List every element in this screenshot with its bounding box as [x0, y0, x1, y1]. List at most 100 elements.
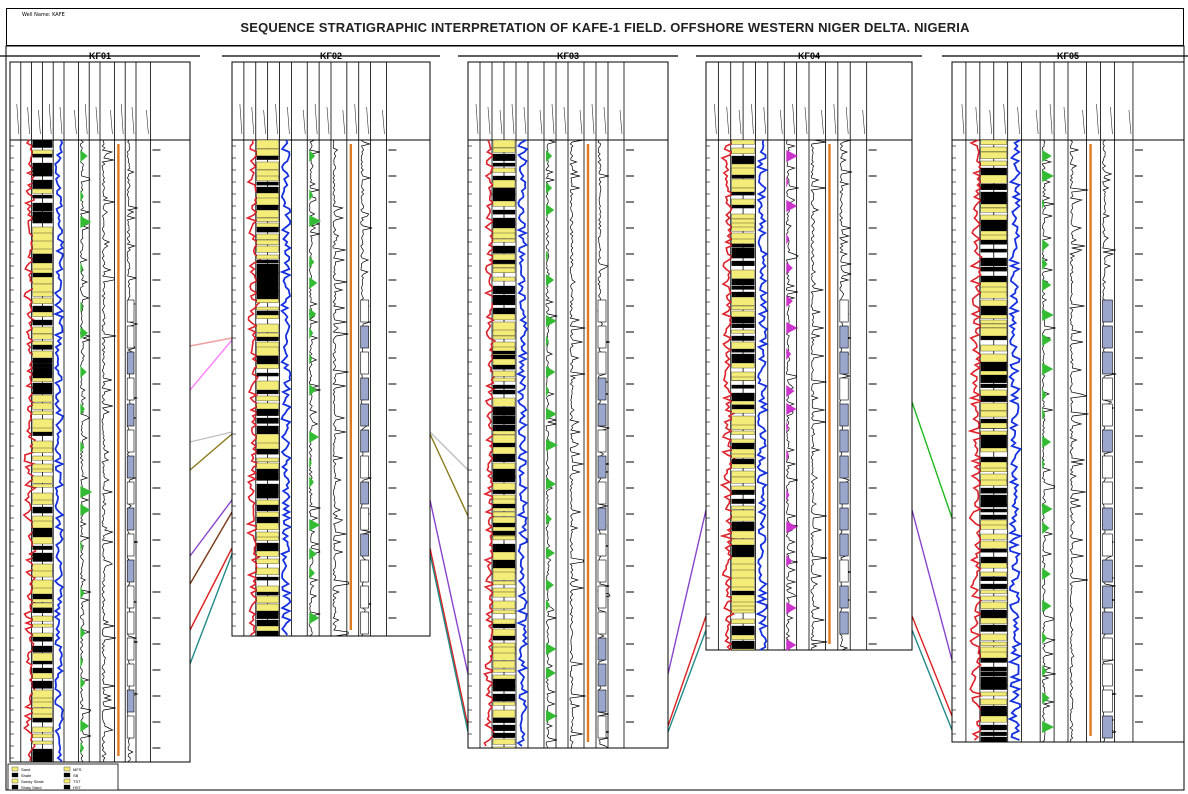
shale-bed	[731, 323, 755, 329]
sand-bed	[256, 254, 279, 260]
surface-connector	[911, 615, 953, 717]
fill-spike	[546, 710, 558, 722]
fill-spike	[546, 250, 549, 262]
sand-bed	[980, 479, 1007, 486]
header-label-mark	[751, 103, 754, 135]
sand-bed	[492, 587, 516, 593]
log-curve-2	[569, 139, 586, 749]
well-3: KF03	[458, 51, 678, 749]
sand-bed	[492, 746, 516, 749]
shale-bed	[492, 259, 516, 264]
well-name: KF05	[1057, 51, 1079, 61]
systems-tract-box	[839, 559, 849, 583]
sand-bed	[256, 245, 279, 253]
shale-bed	[980, 724, 1007, 731]
sand-bed	[256, 346, 279, 356]
systems-tract-box	[839, 325, 849, 349]
header-label-mark	[1110, 106, 1113, 135]
systems-tract-box	[597, 325, 607, 349]
systems-tract-box	[360, 455, 369, 479]
shale-bed	[980, 248, 1007, 253]
shale-bed	[731, 353, 755, 364]
shale-bed	[980, 736, 1007, 743]
shale-bed	[980, 514, 1007, 520]
fill-spike	[1042, 721, 1054, 733]
fill-spike	[786, 489, 790, 501]
fill-spike	[80, 486, 93, 498]
header-label-mark	[961, 103, 965, 135]
systems-tract-box	[597, 481, 607, 505]
gamma-ray-curve	[967, 139, 988, 741]
shale-bed	[980, 548, 1007, 553]
fill-spike	[786, 449, 789, 461]
fill-spike	[1042, 665, 1047, 677]
systems-tract-box	[1102, 325, 1113, 349]
systems-tract-box	[597, 533, 607, 557]
legend-swatch	[11, 778, 19, 784]
header-label-mark	[287, 106, 290, 135]
sand-bed	[32, 410, 53, 415]
sand-bed	[492, 377, 516, 382]
sand-bed	[492, 232, 516, 239]
shale-bed	[492, 406, 516, 416]
shale-bed	[731, 191, 755, 196]
shale-bed	[492, 298, 516, 306]
header-label-mark	[603, 106, 607, 135]
shale-bed	[32, 202, 53, 212]
header-label-mark	[1003, 103, 1006, 135]
fill-spike	[309, 277, 318, 289]
shale-bed	[731, 260, 755, 266]
header-label-mark	[342, 109, 346, 135]
fill-spike	[1042, 458, 1045, 470]
sand-bed	[731, 213, 755, 220]
shale-bed	[980, 494, 1007, 500]
shale-bed	[980, 609, 1007, 618]
well-name: KF02	[320, 51, 342, 61]
fill-spike	[546, 204, 555, 216]
sand-bed	[256, 595, 279, 604]
sand-bed	[256, 314, 279, 319]
fill-spike	[786, 262, 793, 274]
sand-bed	[32, 377, 53, 382]
surface-connector	[667, 509, 707, 675]
fill-spike	[80, 627, 86, 639]
systems-tract-box	[597, 299, 607, 323]
systems-tract-box	[1102, 611, 1113, 635]
sand-bed	[492, 738, 516, 745]
sand-bed	[492, 335, 516, 340]
sand-bed	[731, 269, 755, 279]
fill-spike	[1042, 389, 1047, 401]
systems-tract-box	[839, 481, 849, 505]
shale-bed	[32, 545, 53, 550]
fill-spike	[546, 579, 554, 591]
shale-bed	[32, 344, 53, 350]
shale-bed	[492, 153, 516, 161]
surface-connector	[189, 499, 233, 557]
shale-bed	[492, 684, 516, 692]
header-label-mark	[239, 103, 243, 135]
shale-bed	[731, 348, 755, 353]
shale-bed	[731, 174, 755, 179]
sand-bed	[731, 329, 755, 334]
legend-label: Sandy Shale	[21, 779, 44, 784]
header-label-mark	[27, 106, 30, 135]
sand-bed	[731, 530, 755, 539]
shale-bed	[980, 624, 1007, 632]
shale-bed	[492, 489, 516, 494]
fill-spike	[309, 189, 314, 201]
sand-bed	[731, 376, 755, 381]
systems-tract-box	[597, 429, 607, 453]
surface-connector	[189, 431, 233, 443]
sand-bed	[980, 174, 1007, 184]
systems-tract-box	[126, 663, 135, 687]
shale-bed	[731, 204, 755, 209]
shale-bed	[32, 253, 53, 264]
sand-bed	[731, 238, 755, 244]
sand-bed	[32, 149, 53, 155]
sand-bed	[492, 313, 516, 321]
legend-label: Shaly Sand	[21, 785, 41, 790]
sand-bed	[256, 323, 279, 333]
shale-bed	[256, 504, 279, 512]
systems-tract-box	[360, 533, 369, 557]
